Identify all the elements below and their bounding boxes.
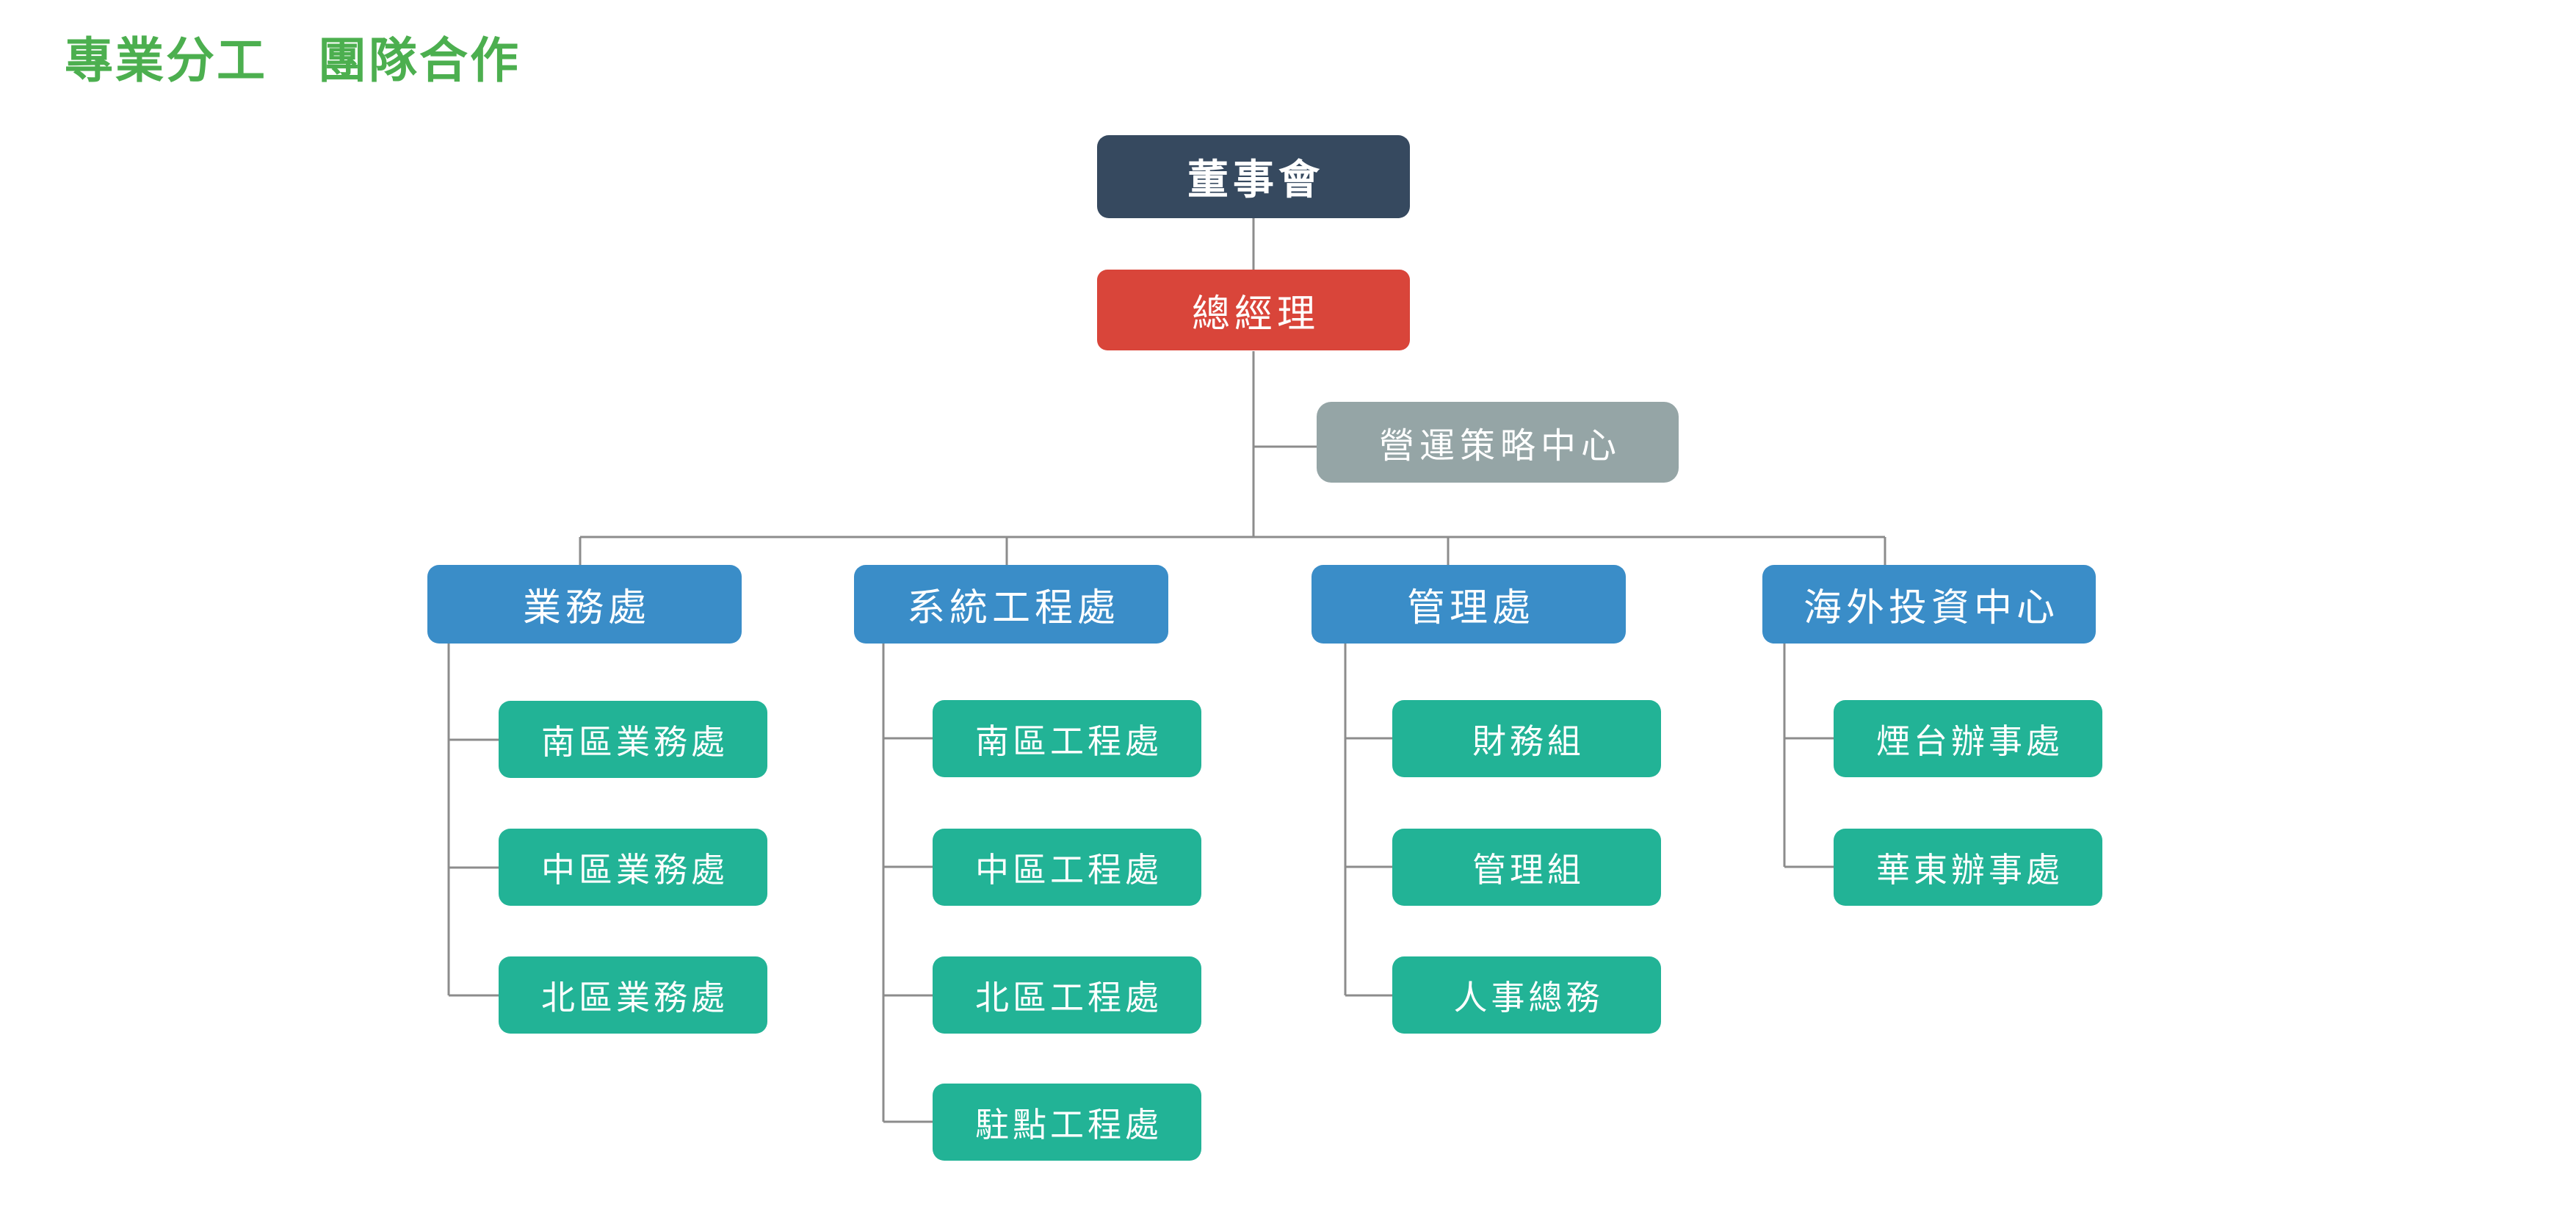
page-title: 專業分工 團隊合作 [65,33,521,87]
node-unit-huadong-office[interactable]: 華東辦事處 [1834,829,2102,906]
node-unit-eng-onsite[interactable]: 駐點工程處 [933,1084,1201,1161]
node-department-engineering[interactable]: 系統工程處 [854,565,1168,644]
node-unit-hr-general-affairs[interactable]: 人事總務 [1392,956,1661,1034]
node-board[interactable]: 董事會 [1097,135,1410,218]
node-unit-sales-central[interactable]: 中區業務處 [499,829,767,906]
node-strategy-center[interactable]: 營運策略中心 [1317,402,1679,483]
node-department-sales[interactable]: 業務處 [427,565,742,644]
node-unit-sales-south[interactable]: 南區業務處 [499,701,767,778]
node-unit-eng-north[interactable]: 北區工程處 [933,956,1201,1034]
node-unit-sales-north[interactable]: 北區業務處 [499,956,767,1034]
node-unit-yantai-office[interactable]: 煙台辦事處 [1834,700,2102,777]
node-unit-eng-south[interactable]: 南區工程處 [933,700,1201,777]
node-unit-management[interactable]: 管理組 [1392,829,1661,906]
node-unit-finance[interactable]: 財務組 [1392,700,1661,777]
node-unit-eng-central[interactable]: 中區工程處 [933,829,1201,906]
node-department-overseas-investment[interactable]: 海外投資中心 [1762,565,2096,644]
node-general-manager[interactable]: 總經理 [1097,270,1410,350]
node-department-administration[interactable]: 管理處 [1311,565,1626,644]
